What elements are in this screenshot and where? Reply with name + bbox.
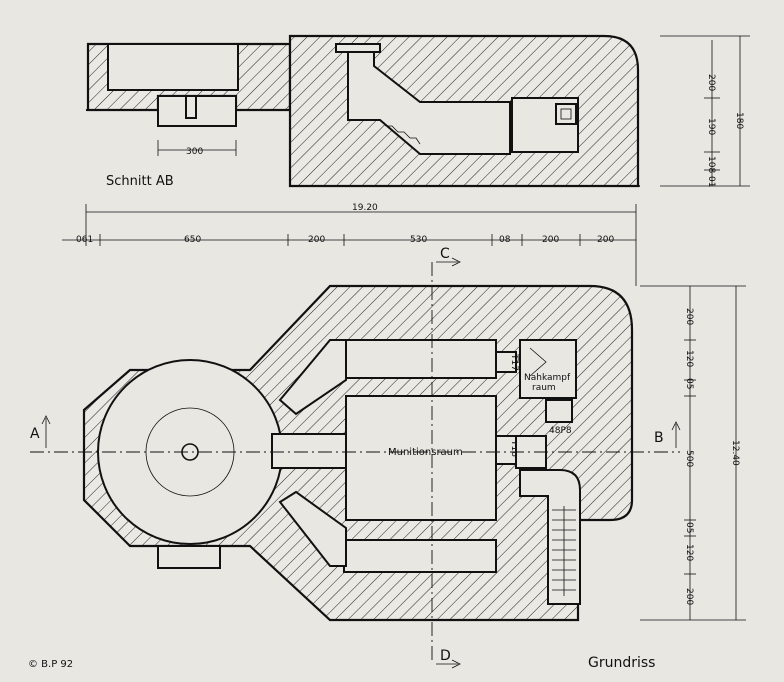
- chain-dim-5: 08: [499, 235, 511, 245]
- ammo-room: [345, 395, 497, 521]
- plan-upper-diagonal: [278, 339, 347, 416]
- close-combat-label-2: raum: [532, 383, 556, 393]
- plan-gun-passage: [271, 433, 347, 469]
- plan-dim-5: 05: [684, 522, 694, 533]
- chain-dim-7: 200: [597, 235, 614, 245]
- top-dimension-chains: 19.20 061 650 200 530 08 200 200: [62, 203, 637, 286]
- section-dim-r4: 01: [706, 176, 716, 187]
- marker-c: C: [440, 246, 450, 262]
- marker-b: B: [654, 430, 664, 446]
- floor-plan-drawing: Munitionsraum Nahkampf raum T17 T18 48P8: [30, 246, 681, 669]
- section-ab-drawing: 300 Schnitt AB: [86, 34, 640, 189]
- section-shaft: [185, 95, 197, 119]
- section-title: Schnitt AB: [106, 174, 174, 189]
- arrow-b-icon: [671, 421, 681, 448]
- door-t17: [495, 351, 517, 373]
- entry-bend: [545, 399, 573, 423]
- ammo-room-label: Munitionsraum: [388, 447, 463, 458]
- overall-dim-value: 19.20: [352, 203, 378, 213]
- section-dim-r3: 108: [706, 156, 716, 173]
- plan-dim-3: 05: [684, 378, 694, 389]
- entrance-stairs: [552, 506, 576, 596]
- door-tag-48p8: 48P8: [549, 426, 572, 436]
- section-periscope: [555, 103, 577, 125]
- plan-dim-2: 120: [684, 350, 694, 367]
- section-gun-pit: [107, 43, 239, 91]
- chain-dim-6: 200: [542, 235, 559, 245]
- section-hatch: [335, 43, 381, 53]
- arrow-a-icon: [41, 415, 51, 448]
- section-dim-r1: 200: [706, 74, 716, 91]
- plan-dim-4: 500: [684, 450, 694, 467]
- close-combat-label-1: Nahkampf: [524, 373, 571, 383]
- plan-dim-total: 12.40: [730, 440, 740, 466]
- copyright-note: © B.P 92: [28, 659, 73, 670]
- plan-dim-7: 200: [684, 588, 694, 605]
- chain-dim-3: 200: [308, 235, 325, 245]
- embrasure-mark: [529, 347, 547, 377]
- plan-upper-corridor: [343, 339, 497, 379]
- plan-bottom-recess: [157, 545, 221, 569]
- plan-lower-corridor: [343, 539, 497, 573]
- plan-dim-1: 200: [684, 308, 694, 325]
- plan-lower-diagonal: [278, 490, 347, 567]
- plan-dim-6: 120: [684, 544, 694, 561]
- plan-right-dimensions: 200 120 05 500 05 120 200 12.40: [640, 285, 746, 621]
- section-stairs: [379, 119, 421, 145]
- door-tag-t17: T17: [509, 353, 519, 371]
- arrow-d-icon: [436, 659, 461, 669]
- chain-dim-1: 061: [76, 235, 93, 245]
- section-periscope-inner: [560, 108, 572, 120]
- close-combat-room: [519, 339, 577, 399]
- section-right-dimensions: 200 190 108 01 180: [660, 35, 750, 187]
- section-corridor: [347, 47, 511, 155]
- arrow-c-icon: [436, 257, 461, 267]
- section-dim-width: 300: [186, 147, 203, 157]
- chain-dim-2: 650: [184, 235, 201, 245]
- door-tag-t18: T18: [509, 439, 519, 457]
- section-dim-r2: 190: [706, 118, 716, 135]
- entry-vestibule: [515, 435, 547, 469]
- entrance-ramp: [519, 469, 581, 605]
- section-dim-total: 180: [734, 112, 744, 129]
- plan-title: Grundriss: [588, 655, 655, 671]
- chain-dim-4: 530: [410, 235, 427, 245]
- marker-a: A: [30, 426, 40, 442]
- marker-d: D: [440, 648, 451, 664]
